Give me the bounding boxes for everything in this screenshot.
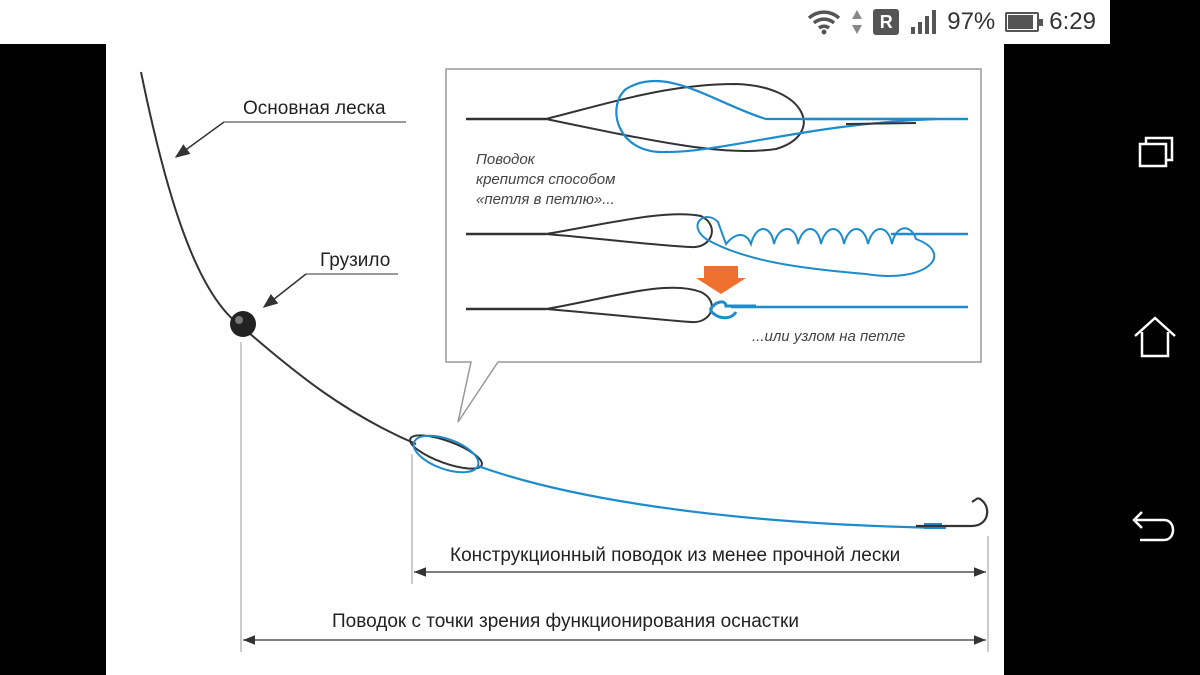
sinker-label: Грузило — [320, 250, 390, 271]
image-viewer[interactable]: Основная леска Грузило Поводок крепится … — [106, 44, 1004, 675]
fishing-rig-diagram: Основная леска Грузило Поводок крепится … — [140, 68, 989, 652]
home-button[interactable] — [1130, 312, 1180, 362]
battery-icon — [1005, 12, 1044, 32]
home-icon — [1134, 316, 1176, 358]
sinker — [230, 311, 256, 337]
leader-functional-label: Поводок с точки зрения функционирования … — [332, 611, 799, 632]
leader-loop — [412, 434, 480, 474]
signal-icon — [909, 9, 937, 35]
roaming-icon: R — [873, 9, 900, 35]
sinker-pointer — [262, 273, 307, 308]
inset-row-knot-result — [466, 286, 968, 324]
back-icon — [1132, 511, 1175, 542]
inset-row-knot-forming — [466, 213, 968, 277]
leader-line — [477, 464, 947, 530]
inset-note-line2: крепится способом — [476, 171, 615, 188]
main-line-label: Основная леска — [243, 98, 386, 119]
data-transfer-icon — [851, 8, 863, 36]
main-line-pointer — [174, 121, 225, 158]
inset-callout — [445, 68, 982, 423]
battery-fill — [1008, 15, 1034, 29]
wifi-icon — [807, 8, 841, 36]
navigation-bar — [1110, 0, 1200, 675]
hook — [916, 496, 989, 528]
inset-note-line3: «петля в петлю»... — [476, 191, 615, 208]
inset-alt-note: ...или узлом на петле — [752, 328, 905, 345]
inset-note-line1: Поводок — [476, 151, 536, 168]
back-button[interactable] — [1130, 500, 1180, 550]
inset-row-loop-to-loop — [466, 79, 968, 154]
recent-apps-button[interactable] — [1130, 126, 1180, 176]
main-loop — [409, 434, 483, 470]
status-icons: R 97% 6:29 — [807, 0, 1096, 44]
status-bar: R 97% 6:29 — [0, 0, 1110, 44]
clock: 6:29 — [1049, 8, 1096, 35]
recent-apps-icon — [1138, 136, 1174, 168]
battery-percent: 97% — [947, 8, 996, 35]
coil-path — [696, 216, 936, 277]
leader-construction-label: Конструкционный поводок из менее прочной… — [450, 545, 900, 566]
transition-arrow — [696, 266, 746, 294]
sinker-highlight — [235, 316, 243, 324]
